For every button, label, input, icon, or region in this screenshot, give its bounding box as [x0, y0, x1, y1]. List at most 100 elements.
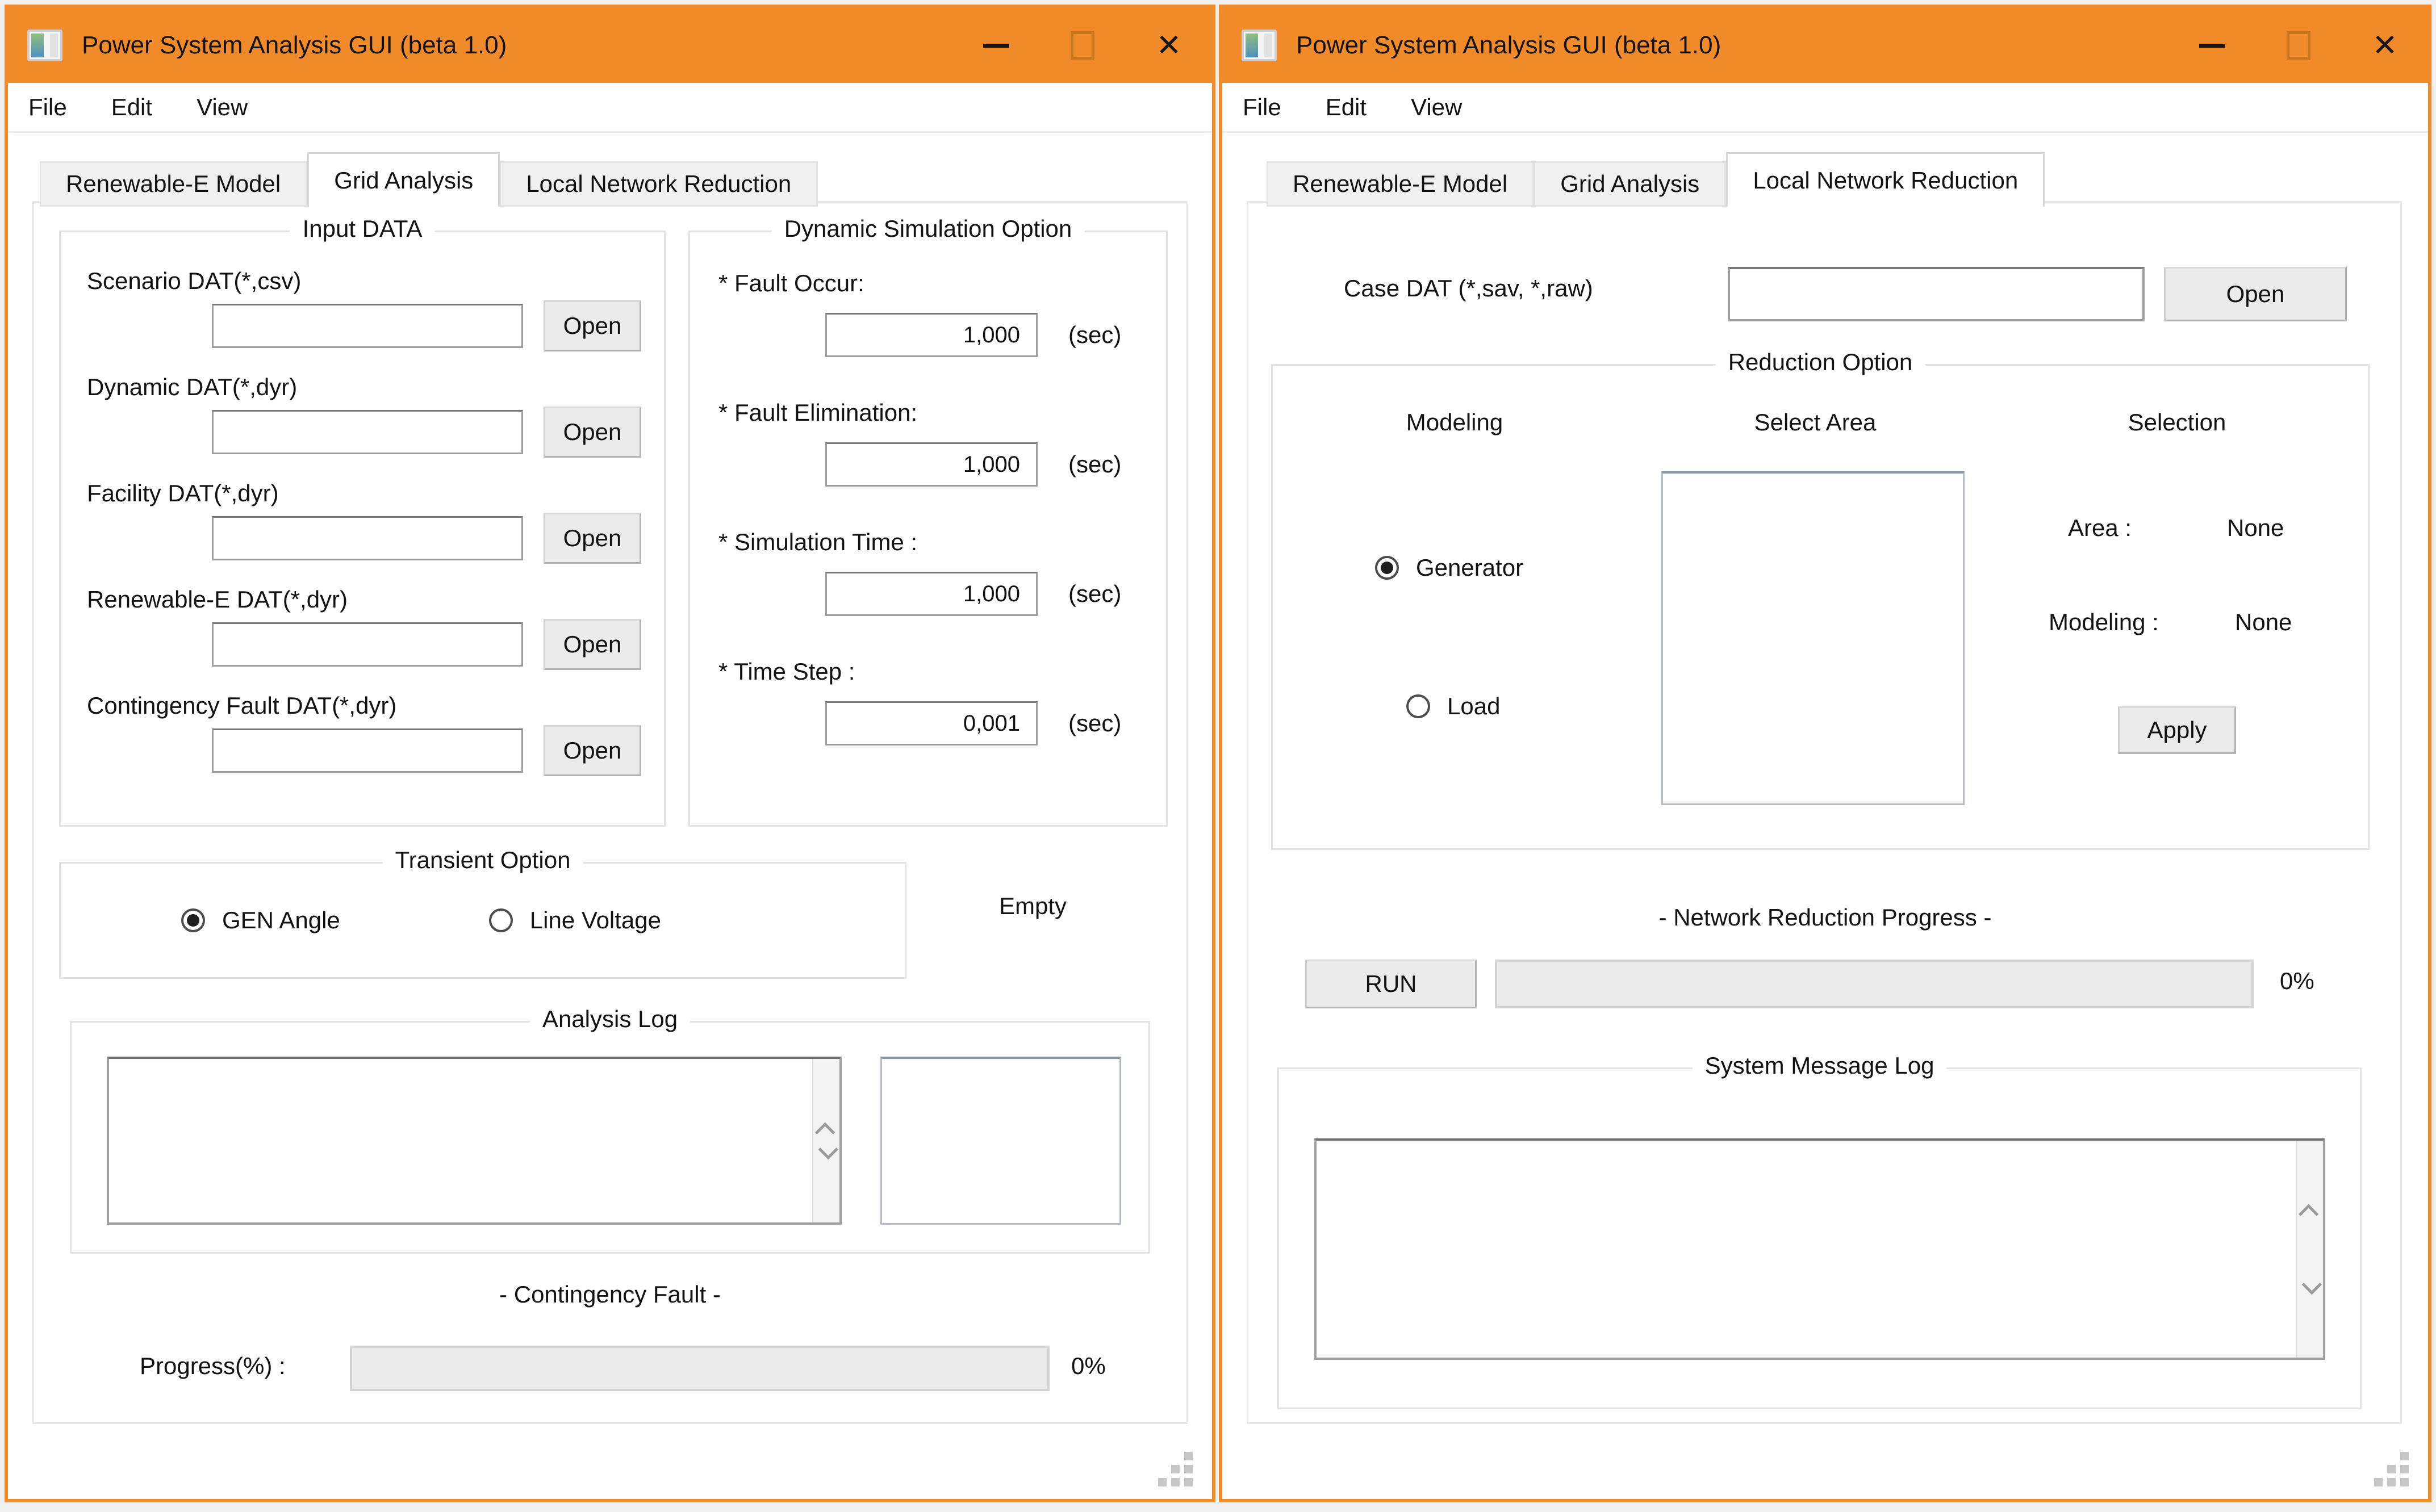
system-message-log-textarea[interactable]: [1314, 1138, 2325, 1360]
scenario-dat-row: Scenario DAT(*,csv) Open: [61, 267, 664, 374]
dynamic-dat-input[interactable]: [212, 410, 523, 454]
window-grid-analysis: Power System Analysis GUI (beta 1.0) ✕ F…: [5, 5, 1215, 1502]
analysis-log-group: Analysis Log: [70, 1006, 1150, 1254]
chevron-down-icon: [2301, 1274, 2322, 1295]
fault-occur-row: * Fault Occur: (sec): [690, 264, 1166, 393]
system-message-log-group: System Message Log: [1277, 1052, 2362, 1409]
resize-grip[interactable]: [2370, 1452, 2409, 1490]
load-radio-label: Load: [1447, 693, 1501, 719]
apply-button[interactable]: Apply: [2118, 706, 2236, 754]
radio-unselected-icon: [1406, 694, 1430, 718]
radio-unselected-icon: [488, 908, 513, 932]
tab-renewable-e-model[interactable]: Renewable-E Model: [40, 161, 308, 207]
minimize-button[interactable]: [2169, 8, 2255, 83]
modeling-value: None: [2235, 609, 2292, 635]
app-icon[interactable]: [1242, 30, 1277, 61]
scroll-up-button[interactable]: [2297, 1192, 2323, 1233]
dynamic-dat-open-button[interactable]: Open: [544, 407, 641, 458]
case-dat-open-button[interactable]: Open: [2164, 267, 2347, 321]
menu-file[interactable]: File: [1243, 93, 1281, 120]
system-log-scrollbar[interactable]: [2296, 1141, 2323, 1358]
window-local-network-reduction: Power System Analysis GUI (beta 1.0) ✕ F…: [1219, 5, 2431, 1502]
contingency-fault-dat-label: Contingency Fault DAT(*,dyr): [87, 692, 397, 719]
menu-edit[interactable]: Edit: [111, 93, 153, 120]
simulation-time-input[interactable]: [825, 572, 1038, 616]
case-dat-label: Case DAT (*,sav, *,raw): [1344, 275, 1593, 301]
time-step-row: * Time Step : (sec): [690, 652, 1166, 782]
scenario-dat-label: Scenario DAT(*,csv): [87, 267, 302, 294]
radio-selected-icon: [181, 908, 205, 932]
line-voltage-radio-label: Line Voltage: [529, 907, 662, 933]
gen-angle-radio[interactable]: GEN Angle: [181, 907, 340, 934]
app-icon[interactable]: [27, 30, 62, 61]
modeling-label: Modeling :: [2049, 609, 2159, 635]
input-data-group: Input DATA Scenario DAT(*,csv) Open Dyna…: [59, 215, 666, 827]
select-area-listbox[interactable]: [1661, 471, 1965, 805]
facility-dat-row: Facility DAT(*,dyr) Open: [61, 480, 664, 586]
menu-edit[interactable]: Edit: [1325, 93, 1367, 120]
renewable-e-dat-label: Renewable-E DAT(*,dyr): [87, 586, 348, 613]
facility-dat-open-button[interactable]: Open: [544, 513, 641, 564]
dynamic-simulation-option-title: Dynamic Simulation Option: [771, 215, 1085, 242]
scenario-dat-input[interactable]: [212, 304, 523, 348]
tab-local-network-reduction[interactable]: Local Network Reduction: [1726, 152, 2045, 207]
tab-grid-analysis[interactable]: Grid Analysis: [307, 152, 500, 207]
close-button[interactable]: ✕: [1126, 8, 1212, 83]
transient-option-group: Transient Option GEN Angle Line Voltage: [59, 847, 906, 979]
menu-view[interactable]: View: [197, 93, 248, 120]
line-voltage-radio[interactable]: Line Voltage: [488, 907, 662, 934]
menu-view[interactable]: View: [1411, 93, 1463, 120]
client-area: Renewable-E Model Grid Analysis Local Ne…: [1222, 133, 2428, 1497]
case-dat-input[interactable]: [1728, 267, 2145, 321]
fault-occur-unit: (sec): [1068, 321, 1122, 348]
generator-radio[interactable]: Generator: [1375, 554, 1523, 581]
time-step-label: * Time Step :: [718, 658, 855, 685]
maximize-button[interactable]: [1039, 8, 1126, 83]
time-step-input[interactable]: [825, 701, 1038, 745]
close-icon: ✕: [1156, 28, 1182, 62]
tab-renewable-e-model[interactable]: Renewable-E Model: [1267, 161, 1535, 207]
fault-elimination-input[interactable]: [825, 442, 1038, 487]
scroll-down-button[interactable]: [813, 1130, 839, 1171]
gen-angle-radio-label: GEN Angle: [222, 907, 340, 933]
analysis-log-textarea[interactable]: [107, 1057, 842, 1225]
analysis-log-scrollbar[interactable]: [812, 1059, 839, 1222]
contingency-fault-title: - Contingency Fault -: [499, 1281, 721, 1308]
empty-status-label: Empty: [999, 893, 1067, 919]
resize-grip[interactable]: [1154, 1452, 1193, 1490]
minimize-icon: [2199, 43, 2225, 48]
minimize-button[interactable]: [953, 8, 1039, 83]
reduction-option-group: Reduction Option Modeling Select Area Se…: [1271, 349, 2370, 850]
tab-local-network-reduction[interactable]: Local Network Reduction: [500, 161, 818, 207]
progress-label: Progress(%) :: [140, 1352, 286, 1379]
client-area: Renewable-E Model Grid Analysis Local Ne…: [8, 133, 1212, 1497]
menu-file[interactable]: File: [28, 93, 67, 120]
renewable-e-dat-open-button[interactable]: Open: [544, 619, 641, 670]
fault-occur-input[interactable]: [825, 313, 1038, 357]
maximize-button[interactable]: [2255, 8, 2342, 83]
close-icon: ✕: [2372, 28, 2398, 62]
network-reduction-progress-bar: [1495, 960, 2254, 1008]
tab-strip: Renewable-E Model Grid Analysis Local Ne…: [1267, 152, 2045, 207]
menubar: File Edit View: [8, 83, 1212, 133]
tab-grid-analysis[interactable]: Grid Analysis: [1534, 161, 1727, 207]
contingency-fault-dat-row: Contingency Fault DAT(*,dyr) Open: [61, 692, 664, 798]
transient-option-title: Transient Option: [382, 847, 583, 874]
maximize-icon: [1071, 31, 1094, 60]
generator-radio-label: Generator: [1416, 554, 1524, 581]
load-radio[interactable]: Load: [1406, 693, 1500, 720]
renewable-e-dat-input[interactable]: [212, 622, 523, 667]
close-button[interactable]: ✕: [2342, 8, 2428, 83]
scenario-dat-open-button[interactable]: Open: [544, 300, 641, 351]
contingency-fault-dat-input[interactable]: [212, 728, 523, 773]
contingency-fault-dat-open-button[interactable]: Open: [544, 725, 641, 776]
select-area-column-header: Select Area: [1754, 409, 1877, 435]
menubar: File Edit View: [1222, 83, 2428, 133]
run-button[interactable]: RUN: [1305, 960, 1477, 1008]
window-controls: ✕: [953, 8, 1212, 83]
facility-dat-input[interactable]: [212, 516, 523, 560]
area-value: None: [2227, 514, 2284, 541]
scroll-down-button[interactable]: [2297, 1266, 2323, 1306]
dynamic-dat-label: Dynamic DAT(*,dyr): [87, 374, 298, 400]
analysis-log-side-listbox[interactable]: [880, 1057, 1121, 1225]
